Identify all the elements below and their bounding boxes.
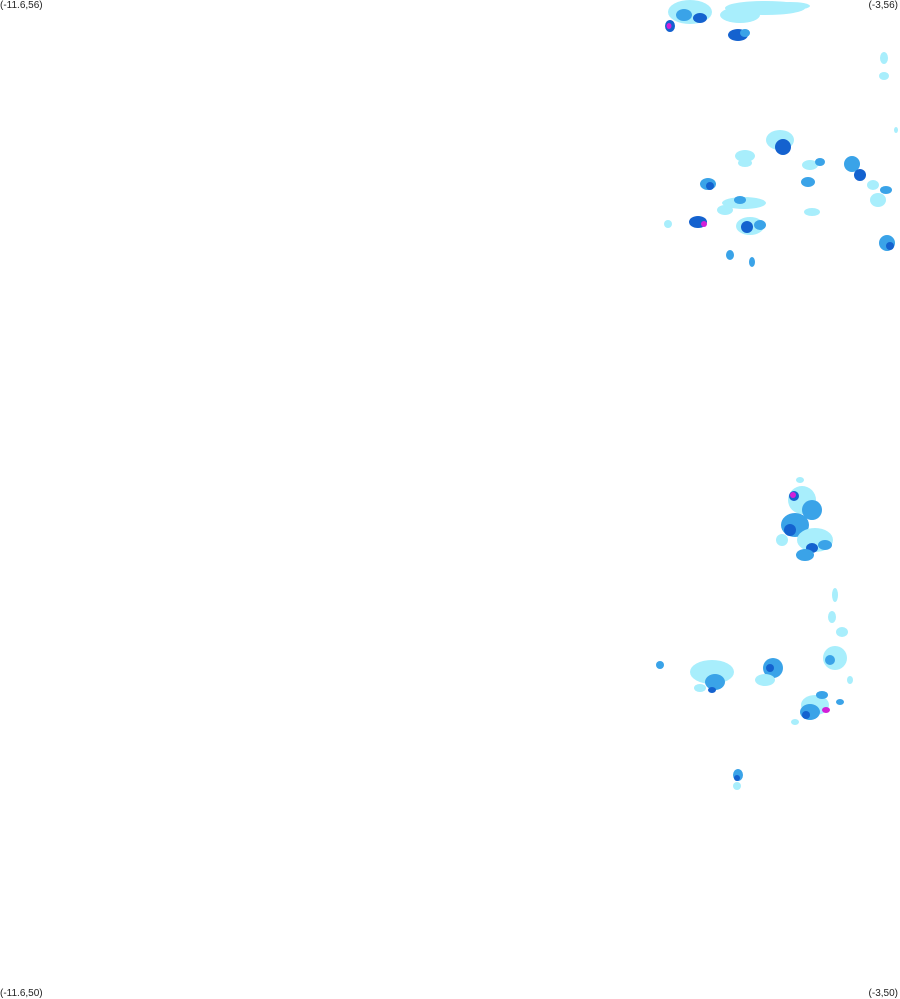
precipitation-echo (790, 492, 796, 498)
precipitation-echo (828, 611, 836, 623)
precipitation-echo (870, 193, 886, 207)
precipitation-echo (664, 220, 672, 228)
precipitation-echo (740, 29, 750, 37)
precipitation-echo (818, 540, 832, 550)
precipitation-echo (775, 139, 791, 155)
precipitation-echo (754, 220, 766, 230)
precipitation-echo (734, 775, 740, 781)
corner-label-bottom-left: (-11.6,50) (0, 988, 43, 999)
precipitation-echo (726, 250, 734, 260)
precipitation-echo (854, 169, 866, 181)
precipitation-echo (722, 197, 766, 209)
precipitation-echo (766, 664, 774, 672)
precipitation-echo (656, 661, 664, 669)
precipitation-echo (784, 524, 796, 536)
precipitation-echo (804, 208, 820, 216)
precipitation-echo (802, 500, 822, 520)
precipitation-echo (796, 477, 804, 483)
precipitation-echo (836, 627, 848, 637)
corner-label-top-right: (-3,56) (868, 0, 898, 11)
precipitation-echo (791, 719, 799, 725)
precipitation-echo (847, 676, 853, 684)
precipitation-echo (844, 156, 860, 172)
precipitation-echo (708, 687, 716, 693)
precipitation-echo (802, 711, 810, 719)
precipitation-echo (796, 549, 814, 561)
precipitation-echo (694, 684, 706, 692)
precipitation-echo (776, 534, 788, 546)
precipitation-echo (755, 674, 775, 686)
precipitation-echo (738, 159, 752, 167)
precipitation-echo (705, 674, 725, 690)
precipitation-echo (749, 257, 755, 267)
precipitation-echo (879, 72, 889, 80)
precipitation-echo (717, 205, 733, 215)
corner-label-top-left: (-11.6,56) (0, 0, 43, 11)
precipitation-echo (706, 182, 714, 190)
precipitation-echo (741, 221, 753, 233)
precipitation-echo (867, 180, 879, 190)
precipitation-echo (886, 242, 894, 250)
precipitation-echo (666, 23, 672, 29)
precipitation-echo (880, 186, 892, 194)
precipitation-echo (832, 588, 838, 602)
precipitation-echo (815, 158, 825, 166)
precipitation-echo (735, 150, 755, 162)
precipitation-echo (734, 196, 746, 204)
precipitation-echo (825, 655, 835, 665)
precipitation-echo (802, 160, 818, 170)
precipitation-echo (733, 782, 741, 790)
precipitation-echo (894, 127, 898, 133)
precipitation-echo (880, 52, 888, 64)
precipitation-echo (801, 177, 815, 187)
precipitation-echo (676, 9, 692, 21)
precipitation-echo (701, 221, 707, 227)
precipitation-echo (836, 699, 844, 705)
precipitation-echo (816, 691, 828, 699)
precipitation-echo (822, 707, 830, 713)
precipitation-echo (770, 2, 810, 10)
corner-label-bottom-right: (-3,50) (868, 988, 898, 999)
precipitation-echo (693, 13, 707, 23)
